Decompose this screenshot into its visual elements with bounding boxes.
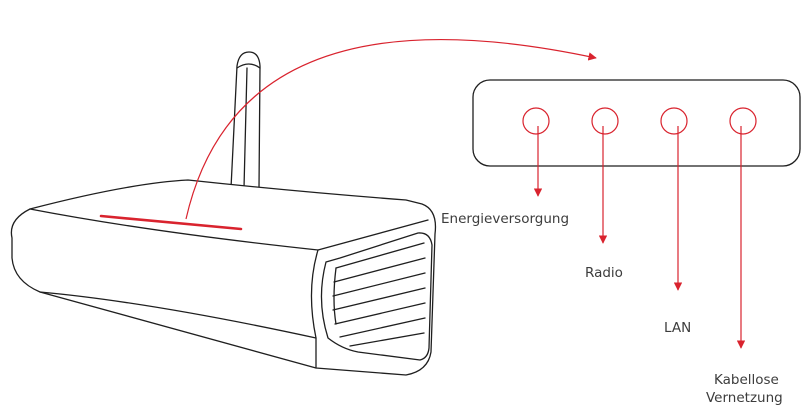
power-label: Energieversorgung [441,211,569,227]
lan-led [660,107,688,135]
radio-led [591,107,619,135]
wireless-label-line2: Vernetzung [706,390,783,406]
indicator-panel [472,79,801,349]
vent-grill [320,232,433,361]
lan-label: LAN [664,320,691,336]
antenna [230,51,261,189]
zoom-connector-arrow [185,38,597,220]
indicator-labels: Energieversorgung Radio LAN Kabellose Ve… [441,211,783,406]
router-illustration [10,51,437,376]
router-body [10,179,437,376]
panel-frame [472,79,801,167]
radio-label: Radio [585,265,623,281]
wireless-led [729,107,757,135]
wireless-label-line1: Kabellose [714,372,779,388]
router-led-strip [99,214,243,231]
power-led [522,107,550,135]
